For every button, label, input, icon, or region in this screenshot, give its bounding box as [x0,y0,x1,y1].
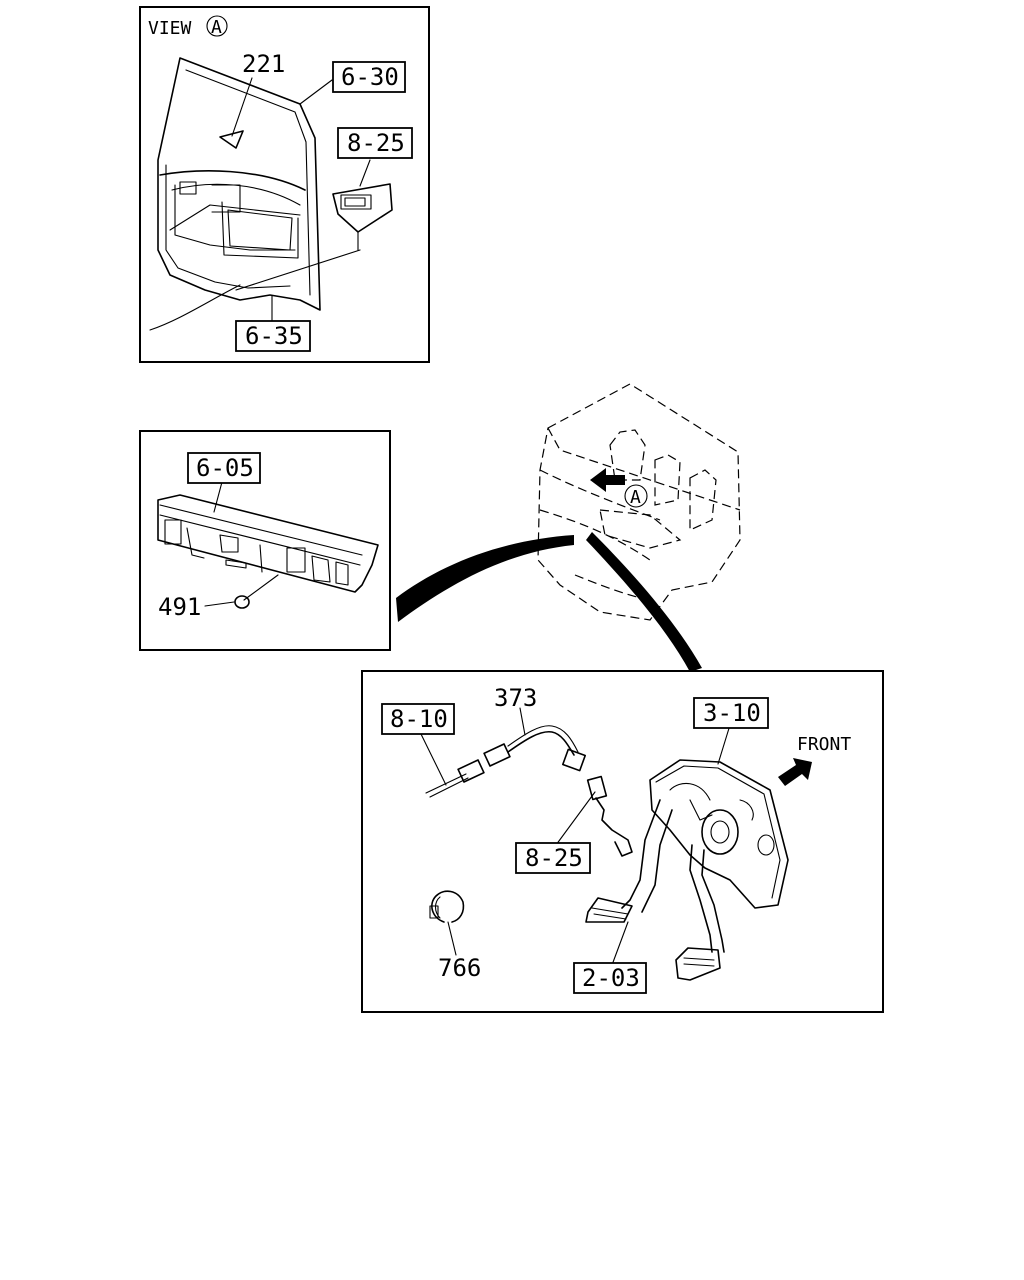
cab-overview: A [537,383,741,621]
switch-box-drawing [332,183,393,233]
view-marker-letter: A [211,17,222,38]
connector-to-dashboard [396,535,574,622]
callout-373: 373 [494,684,537,712]
callout-6-30: 6-30 [341,63,399,91]
view-title-text: VIEW [148,18,192,39]
pedal-panel: FRONT 8-10 373 3-10 8-25 766 2-03 [361,670,884,1013]
callout-3-10-box [693,697,769,729]
marker-a-circle [624,484,648,508]
callout-2-03-box [573,962,647,994]
callout-8-25-top-box [337,127,413,159]
view-a-panel: VIEW A 221 [139,6,430,363]
callout-8-10: 8-10 [390,705,448,733]
view-direction-arrow-icon [590,468,625,492]
harness-drawing [425,725,633,857]
dashboard-drawing [157,494,379,593]
callout-3-10: 3-10 [703,699,761,727]
marker-a-letter: A [630,487,641,508]
callout-491: 491 [158,593,201,621]
callout-6-05-box [187,452,261,484]
part-221-shape [219,130,244,149]
callout-6-35-box [235,320,311,352]
front-label: FRONT [797,734,851,755]
clamp-drawing [429,890,465,923]
callout-8-25-mid-box [515,842,591,874]
callout-221: 221 [242,50,285,78]
front-arrow-icon [778,758,812,786]
door-drawing [149,57,393,331]
callout-2-03: 2-03 [582,964,640,992]
callout-8-10-box [381,703,455,735]
connector-to-pedals [586,532,702,672]
callout-6-35: 6-35 [245,322,303,350]
pedal-assembly-drawing [585,759,789,981]
part-491-shape [234,595,250,609]
callout-8-25-top: 8-25 [347,129,405,157]
callout-6-30-box [332,61,406,93]
dashboard-panel: 6-05 491 [139,430,391,651]
callout-766: 766 [438,954,481,982]
callout-6-05: 6-05 [196,454,254,482]
view-marker-circle [206,15,228,37]
callout-8-25-mid: 8-25 [525,844,583,872]
